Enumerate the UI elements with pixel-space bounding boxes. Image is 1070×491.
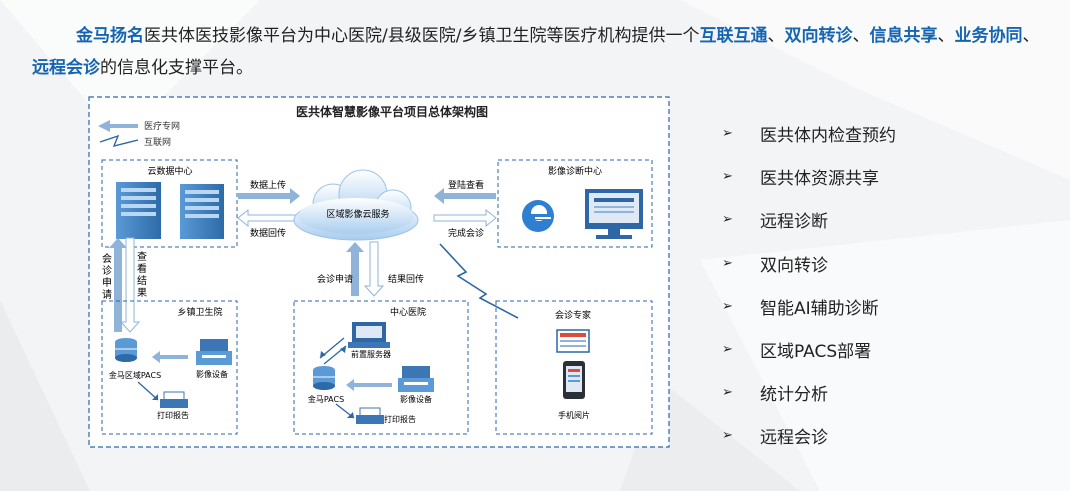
consult-request-arrow-icon	[346, 242, 364, 296]
device-to-pacs-arrow-icon	[152, 351, 188, 363]
private-network-arrow-icon	[98, 120, 138, 132]
svg-text:会诊申请: 会诊申请	[317, 273, 353, 285]
svg-text:影像设备: 影像设备	[400, 394, 432, 404]
arrow-bullet-icon: ➢	[722, 212, 733, 228]
architecture-diagram: 医共体智慧影像平台项目总体架构图 医疗专网 互联网 云数据中心 数据上传 数据回…	[88, 96, 670, 448]
pacs-to-printer-line	[137, 381, 159, 401]
svg-text:金马PACS: 金马PACS	[308, 394, 344, 404]
svg-text:果: 果	[137, 287, 147, 299]
result-return-arrow-icon	[363, 241, 385, 297]
arrow-bullet-icon: ➢	[722, 428, 733, 444]
svg-text:云数据中心: 云数据中心	[147, 165, 192, 177]
svg-text:数据上传: 数据上传	[250, 179, 286, 191]
svg-text:会: 会	[102, 252, 112, 265]
experts-box	[495, 300, 653, 435]
svg-text:会诊专家: 会诊专家	[555, 309, 591, 321]
svg-text:打印报告: 打印报告	[157, 410, 189, 420]
svg-text:手机阅片: 手机阅片	[558, 410, 590, 420]
intro-paragraph: 金马扬名医共体医技影像平台为中心医院/县级医院/乡镇卫生院等医疗机构提供一个互联…	[32, 26, 1040, 78]
cloud-datacenter-box	[101, 159, 238, 248]
list-item: ➢统计分析	[722, 385, 828, 406]
data-return-arrow-icon	[237, 208, 301, 228]
display-panel-icon	[556, 329, 590, 353]
arrow-bullet-icon: ➢	[722, 342, 733, 358]
svg-text:数据回传: 数据回传	[250, 227, 286, 239]
view-result-vertical-label: 查 看 结 果	[137, 250, 147, 299]
svg-text:互联网: 互联网	[144, 137, 171, 148]
consult-request-up-arrow-icon	[109, 238, 127, 332]
svg-text:金马区域PACS: 金马区域PACS	[109, 370, 161, 380]
svg-text:请: 请	[102, 288, 112, 301]
printer-icon	[160, 391, 188, 408]
arrow-bullet-icon: ➢	[722, 169, 733, 185]
monitor-icon	[585, 189, 643, 239]
front-server-icon	[348, 322, 390, 348]
svg-text:登陆查看: 登陆查看	[448, 179, 484, 191]
township-box	[101, 300, 238, 435]
consult-request-vertical-label: 会 诊 申 请	[102, 252, 112, 301]
imaging-device-icon	[196, 339, 232, 365]
view-result-down-arrow-icon	[119, 237, 141, 333]
svg-text:中心医院: 中心医院	[390, 306, 426, 318]
svg-text:打印报告: 打印报告	[384, 414, 416, 424]
legend: 医疗专网 互联网	[98, 120, 180, 148]
printer-icon	[356, 407, 384, 424]
svg-text:影像设备: 影像设备	[196, 369, 228, 379]
svg-text:医疗专网: 医疗专网	[144, 120, 180, 132]
svg-text:结果回传: 结果回传	[388, 273, 424, 285]
list-item: ➢区域PACS部署	[722, 342, 872, 363]
svg-text:区域影像云服务: 区域影像云服务	[326, 208, 389, 220]
list-item: ➢远程会诊	[722, 428, 828, 449]
svg-text:影像诊断中心: 影像诊断中心	[548, 165, 602, 177]
arrow-bullet-icon: ➢	[722, 126, 733, 142]
browser-icon	[522, 200, 554, 232]
mobile-phone-icon	[563, 361, 585, 399]
server-icon	[116, 182, 161, 239]
list-item: ➢智能AI辅助诊断	[722, 298, 879, 319]
device-to-pacs-arrow-icon	[346, 379, 392, 391]
svg-text:诊: 诊	[102, 264, 112, 277]
arrow-bullet-icon: ➢	[722, 255, 733, 271]
svg-text:查: 查	[137, 250, 147, 263]
arrow-bullet-icon: ➢	[722, 298, 733, 314]
diagram-title: 医共体智慧影像平台项目总体架构图	[296, 104, 488, 119]
central-hospital-box	[293, 300, 469, 435]
list-item: ➢医共体资源共享	[722, 169, 879, 190]
internet-lightning-icon	[99, 134, 139, 148]
list-item: ➢双向转诊	[722, 255, 828, 276]
svg-text:看: 看	[137, 262, 147, 275]
list-item: ➢远程诊断	[722, 212, 828, 233]
data-upload-arrow-icon	[238, 188, 300, 204]
brand-name: 金马扬名	[76, 26, 144, 46]
database-icon	[115, 338, 137, 362]
login-view-arrow-icon	[434, 188, 496, 204]
svg-text:申: 申	[102, 276, 112, 289]
imaging-device-icon	[398, 366, 434, 392]
cloud-icon	[293, 169, 419, 241]
internet-link-lightning-icon	[439, 243, 519, 319]
arrow-bullet-icon: ➢	[722, 385, 733, 401]
svg-text:完成会诊: 完成会诊	[448, 227, 484, 239]
svg-text:乡镇卫生院: 乡镇卫生院	[177, 306, 222, 318]
svg-text:结: 结	[137, 274, 147, 287]
server-icon	[180, 184, 224, 239]
svg-text:前置服务器: 前置服务器	[351, 349, 391, 359]
complete-consult-arrow-icon	[433, 208, 497, 228]
imaging-center-box	[497, 159, 653, 248]
feature-list: ➢医共体内检查预约 ➢医共体资源共享 ➢远程诊断 ➢双向转诊 ➢智能AI辅助诊断…	[722, 112, 896, 458]
database-icon	[313, 366, 335, 390]
list-item: ➢医共体内检查预约	[722, 126, 896, 147]
